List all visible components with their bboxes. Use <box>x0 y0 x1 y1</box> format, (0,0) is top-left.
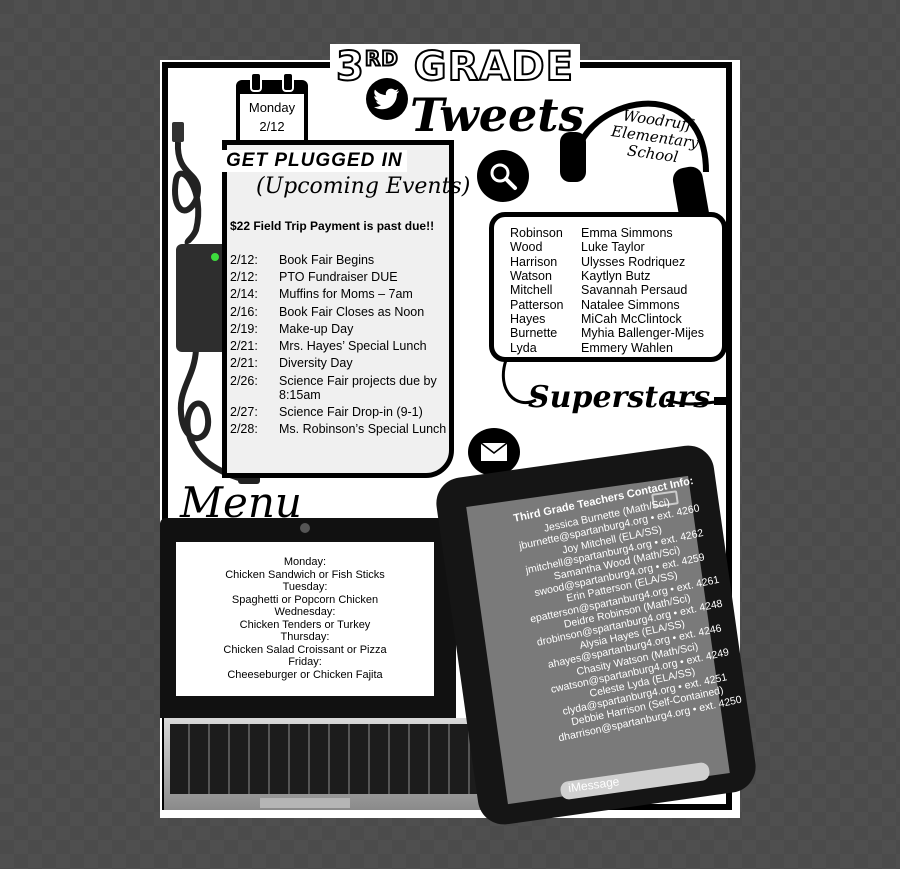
menu-line: Cheeseburger or Chicken Fajita <box>227 668 383 681</box>
title-tweets: Tweets <box>410 88 585 142</box>
menu-line: Spaghetti or Popcorn Chicken <box>231 593 379 606</box>
calendar-date: 2/12 <box>259 119 285 134</box>
event-date: 2/21: <box>230 356 258 370</box>
superstar-teacher: Mitchell <box>510 283 553 297</box>
superstar-student: Ulysses Rodriquez <box>581 255 686 269</box>
superstar-student: Natalee Simmons <box>581 298 680 312</box>
superstar-student: MiCah McClintock <box>581 312 682 326</box>
menu-line: Chicken Sandwich or Fish Sticks <box>225 568 385 581</box>
superstar-teacher: Watson <box>510 269 552 283</box>
charger-led <box>211 253 219 261</box>
event-text: Science Fair Drop-in (9-1) <box>279 405 423 419</box>
menu-line: Friday: <box>288 656 322 668</box>
mail-icon <box>468 428 520 476</box>
calendar-ring <box>282 72 294 92</box>
events-alert: $22 Field Trip Payment is past due!! <box>230 219 435 233</box>
laptop-keyboard <box>170 724 488 794</box>
menu-line: Chicken Tenders or Turkey <box>239 618 371 631</box>
event-text: Diversity Day <box>279 356 353 370</box>
superstar-student: Kaytlyn Butz <box>581 269 651 283</box>
event-date: 2/28: <box>230 422 258 436</box>
superstar-student: Emmery Wahlen <box>581 341 673 355</box>
calendar-ring <box>250 72 262 92</box>
event-text: Make-up Day <box>279 322 354 336</box>
event-date: 2/27: <box>230 405 258 419</box>
superstar-teacher: Lyda <box>510 341 537 355</box>
event-date: 2/26: <box>230 374 258 388</box>
event-text: Muffins for Moms – 7am <box>279 287 413 301</box>
menu-line: Tuesday: <box>282 581 328 593</box>
events-heading: GET PLUGGED IN <box>222 150 407 172</box>
superstar-teacher: Robinson <box>510 226 563 240</box>
webcam-dot <box>300 523 310 533</box>
calendar-day: Monday <box>248 100 296 115</box>
event-date: 2/21: <box>230 339 258 353</box>
grade-number: 3 <box>335 43 365 91</box>
event-date: 2/12: <box>230 253 258 267</box>
superstar-teacher: Hayes <box>510 312 546 326</box>
menu-list: Monday: Chicken Sandwich or Fish Sticks … <box>176 556 434 681</box>
superstar-student: Luke Taylor <box>581 240 645 254</box>
earbud-cable <box>501 360 728 406</box>
superstar-student: Myhia Ballenger-Mijes <box>581 326 704 340</box>
superstars-title: Superstars <box>528 380 711 415</box>
superstar-student: Emma Simmons <box>581 226 673 240</box>
laptop-trackpad <box>260 798 350 808</box>
menu-line: Wednesday: <box>274 606 336 618</box>
search-icon <box>477 150 529 202</box>
event-date: 2/16: <box>230 305 258 319</box>
charger-brick <box>176 244 228 352</box>
laptop-screen <box>176 542 434 696</box>
events-subheading: (Upcoming Events) <box>256 174 471 199</box>
superstar-teacher: Wood <box>510 240 543 254</box>
menu-line: Monday: <box>283 556 327 568</box>
event-text: Mrs. Hayes’ Special Lunch <box>279 339 427 353</box>
event-date: 2/12: <box>230 270 258 284</box>
superstar-teacher: Harrison <box>510 255 558 269</box>
superstars-panel <box>489 212 727 362</box>
menu-line: Thursday: <box>280 631 330 643</box>
calendar-icon: Monday 2/12 <box>236 72 308 146</box>
event-text: Ms. Robinson’s Special Lunch <box>279 422 447 436</box>
twitter-bird-icon <box>366 78 408 120</box>
superstar-teacher: Patterson <box>510 298 564 312</box>
event-text: Book Fair Begins <box>279 253 375 267</box>
event-text: Book Fair Closes as Noon <box>279 305 425 319</box>
superstar-teacher: Burnette <box>510 326 558 340</box>
title-grade: 3RD GRADE <box>330 43 580 91</box>
menu-line: Chicken Salad Croissant or Pizza <box>223 643 387 656</box>
grade-suffix: RD <box>364 46 399 72</box>
event-text: PTO Fundraiser DUE <box>279 270 398 284</box>
event-date: 2/14: <box>230 287 258 301</box>
grade-word: GRADE <box>413 43 574 91</box>
events-panel <box>222 140 454 478</box>
superstar-student: Savannah Persaud <box>581 283 688 297</box>
event-date: 2/19: <box>230 322 258 336</box>
event-text: Science Fair projects due by 8:15am <box>279 374 437 402</box>
